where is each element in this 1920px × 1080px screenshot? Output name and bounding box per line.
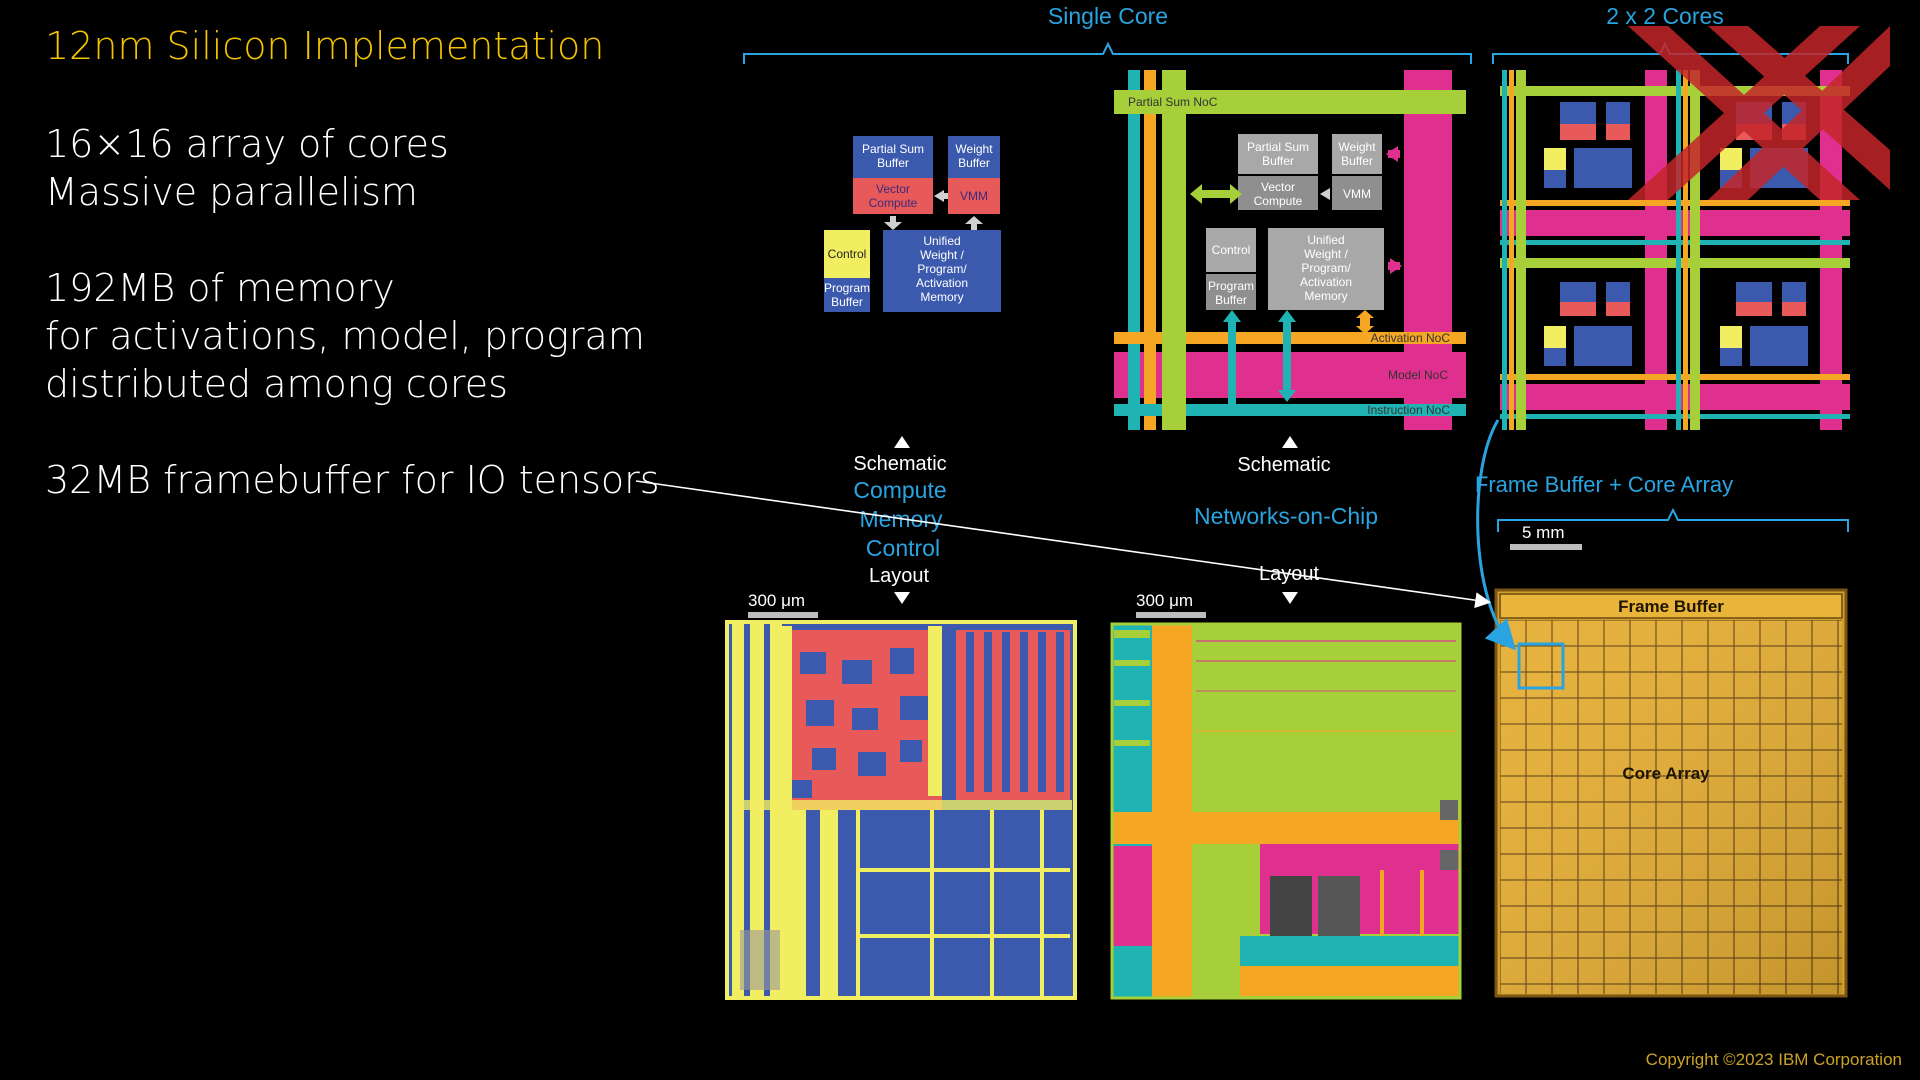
svg-text:Program: Program [824,281,870,295]
svg-text:Buffer: Buffer [958,156,990,170]
scale-label-core: 300 μm [748,591,805,610]
caption-schematic-noc: Schematic [1237,454,1330,476]
scale-bar-noc [1136,612,1206,618]
weight-buffer-block [948,136,1000,178]
bullet-cores: 16×16 array of cores [45,122,449,166]
svg-text:Compute: Compute [869,196,918,210]
svg-text:Weight /: Weight / [920,248,964,262]
frame-buffer-label: Frame Buffer [1618,597,1724,616]
bullet-memory: 192MB of memory [45,266,395,310]
instruction-noc-label: Instruction NoC [1367,403,1450,417]
red-x-mark-icon [1628,26,1890,200]
arrow-up-icon [965,216,983,224]
svg-text:Buffer: Buffer [831,295,863,309]
bracket-single-core [743,41,1472,64]
header-single-core: Single Core [1048,3,1168,29]
frame-buffer-region [1499,593,1843,619]
bullet-parallelism: Massive parallelism [45,170,418,214]
instruction-noc-vertical [1128,70,1140,430]
svg-text:VMM: VMM [960,189,988,203]
unified-memory-block [883,230,1001,312]
svg-text:Memory: Memory [1304,289,1347,303]
program-buffer-block [824,278,870,312]
svg-text:VMM: VMM [1343,187,1371,201]
scale-bar-core [748,612,818,618]
core-array-label: Core Array [1622,764,1710,783]
triangle-up-icon [1282,436,1298,448]
svg-text:Buffer: Buffer [1262,154,1294,168]
caption-compute: Compute [853,477,946,503]
svg-text:Partial Sum: Partial Sum [1247,140,1309,154]
svg-text:Memory: Memory [920,290,963,304]
two-by-two-cores [1500,26,1890,430]
svg-text:Program/: Program/ [1301,261,1351,275]
model-noc-label: Model NoC [1388,368,1448,382]
svg-text:Control: Control [828,247,867,261]
vmm-block [948,178,1000,214]
bracket-frame-buffer [1497,507,1849,532]
svg-text:Activation: Activation [916,276,968,290]
svg-text:Program: Program [1208,279,1254,293]
zoom-connector-line [1476,419,1517,651]
activation-noc-label: Activation NoC [1371,331,1451,345]
svg-text:Compute: Compute [1254,194,1303,208]
svg-text:Activation: Activation [1300,275,1352,289]
noc-vmm-block [1332,176,1382,210]
svg-text:Vector: Vector [876,182,910,196]
noc-partial-sum-block [1238,134,1318,174]
triangle-up-icon [894,436,910,448]
arrow-left-icon [934,190,944,202]
noc-layout-image [1110,622,1462,1000]
slide-title: 12nm Silicon Implementation [45,24,605,68]
svg-text:Weight: Weight [955,142,993,156]
highlighted-core-group [1517,642,1565,690]
svg-text:Vector: Vector [1261,180,1295,194]
instruction-noc-bar [1114,404,1466,416]
svg-text:Unified: Unified [1307,233,1344,247]
svg-text:Weight: Weight [1338,140,1376,154]
svg-text:Program/: Program/ [917,262,967,276]
activation-noc-vertical [1144,70,1156,430]
caption-control: Control [866,535,940,561]
bullet-memory-uses: for activations, model, program [45,314,645,358]
caption-networks-on-chip: Networks-on-Chip [1194,503,1378,529]
copyright: Copyright ©2023 IBM Corporation [1645,1050,1902,1069]
triangle-down-icon [1282,592,1298,604]
svg-text:Partial Sum: Partial Sum [862,142,924,156]
caption-layout-core: Layout [869,565,929,587]
scale-label-noc: 300 μm [1136,591,1193,610]
partial-sum-buffer-block [853,136,933,178]
noc-unified-memory-block [1268,228,1384,310]
noc-control-block [1206,228,1256,272]
core-layout-image [725,620,1077,1000]
triangle-down-icon [894,592,910,604]
header-2x2-cores: 2 x 2 Cores [1606,3,1724,29]
partial-sum-noc-vertical [1162,70,1186,430]
noc-weight-buffer-block [1332,134,1382,174]
arrow-down-icon [884,222,902,230]
bullet-framebuffer: 32MB framebuffer for IO tensors [45,458,660,502]
svg-text:Buffer: Buffer [1215,293,1247,307]
noc-program-buffer-block [1206,274,1256,310]
control-block [824,230,870,278]
scale-label-chip: 5 mm [1522,523,1565,542]
scale-bar-chip [1510,544,1582,550]
chip-image: Frame Buffer Core Array [1494,588,1848,998]
framebuffer-pointer-arrow [635,480,1492,609]
bullet-memory-distribution: distributed among cores [45,362,508,406]
partial-sum-noc-bar [1114,90,1466,114]
caption-frame-buffer-core-array: Frame Buffer + Core Array [1475,472,1733,497]
caption-schematic-core: Schematic [853,453,946,475]
svg-text:Buffer: Buffer [877,156,909,170]
noc-schematic: Partial Sum NoC Partial Sum Buffer Vecto… [1114,70,1466,430]
svg-text:Unified: Unified [923,234,960,248]
vector-compute-block [853,178,933,214]
partial-sum-noc-label: Partial Sum NoC [1128,95,1218,109]
core-schematic: Partial Sum Buffer Vector Compute Weight… [824,136,1001,312]
noc-vector-compute-block [1238,176,1318,210]
svg-text:Buffer: Buffer [1341,154,1373,168]
svg-text:Weight /: Weight / [1304,247,1348,261]
svg-text:Control: Control [1212,243,1251,257]
